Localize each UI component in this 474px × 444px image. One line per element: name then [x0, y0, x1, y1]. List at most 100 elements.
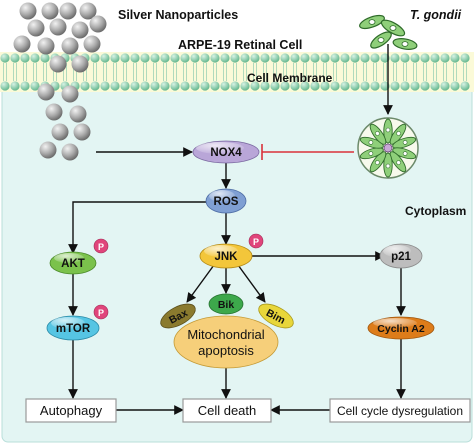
rosette-tachyzoite — [383, 118, 393, 144]
lipid-tail — [243, 63, 247, 81]
lipid-head — [100, 81, 110, 91]
cytoplasm-label: Cytoplasm — [405, 204, 466, 218]
lipid-head — [350, 53, 360, 63]
nanoparticle-sphere — [79, 2, 97, 20]
rosette-tachyzoite — [389, 123, 407, 145]
lipid-head — [120, 53, 130, 63]
nanoparticle-sphere — [13, 35, 31, 53]
lipid-head — [230, 53, 240, 63]
nox4-label: NOX4 — [210, 147, 242, 159]
mtor-label: mTOR — [56, 323, 91, 335]
lipid-tail — [153, 63, 157, 81]
lipid-head — [30, 81, 40, 91]
lipid-head — [320, 81, 330, 91]
nanoparticle-sphere — [37, 37, 55, 55]
lipid-head — [250, 81, 260, 91]
rosette-tachyzoite — [383, 152, 393, 178]
nanoparticle-sphere — [71, 55, 89, 73]
lipid-head — [310, 53, 320, 63]
lipid-head — [130, 81, 140, 91]
lipid-head — [330, 81, 340, 91]
lipid-tail — [133, 63, 137, 81]
lipid-head — [120, 81, 130, 91]
cell-membrane-label: Cell Membrane — [247, 71, 333, 85]
lipid-head — [260, 53, 270, 63]
lipid-head — [290, 53, 300, 63]
lipid-head — [360, 53, 370, 63]
lipid-head — [240, 53, 250, 63]
lipid-head — [80, 81, 90, 91]
lipid-head — [150, 53, 160, 63]
t-gondii-rosette-icon — [357, 117, 419, 179]
lipid-head — [410, 53, 420, 63]
silver-nanoparticles — [13, 2, 107, 161]
lipid-tail — [353, 63, 357, 81]
lipid-tail — [93, 63, 97, 81]
nanoparticle-sphere — [27, 19, 45, 37]
lipid-head — [240, 81, 250, 91]
lipid-head — [340, 81, 350, 91]
silver-nanoparticles-label: Silver Nanoparticles — [118, 8, 238, 22]
lipid-tail — [363, 63, 367, 81]
node-bik: Bik — [208, 293, 244, 315]
lipid-head — [210, 81, 220, 91]
svg-text:P: P — [253, 237, 259, 247]
lipid-tail — [383, 63, 387, 81]
nanoparticle-sphere — [19, 2, 37, 20]
lipid-tail — [323, 63, 327, 81]
lipid-head — [310, 81, 320, 91]
lipid-head — [150, 81, 160, 91]
outcome-cell-death: Cell death — [182, 398, 272, 423]
rosette-tachyzoite — [359, 147, 384, 160]
lipid-head — [370, 81, 380, 91]
lipid-head — [280, 53, 290, 63]
lipid-head — [10, 81, 20, 91]
lipid-head — [450, 81, 460, 91]
nanoparticle-sphere — [73, 123, 91, 141]
lipid-head — [90, 81, 100, 91]
lipid-head — [350, 81, 360, 91]
lipid-head — [400, 81, 410, 91]
rosette-tachyzoite — [392, 136, 417, 149]
node-jnk: JNK — [199, 243, 253, 269]
lipid-head — [440, 81, 450, 91]
lipid-tail — [463, 63, 467, 81]
lipid-tail — [423, 63, 427, 81]
node-mtor: mTOR — [46, 315, 100, 341]
nanoparticle-sphere — [69, 105, 87, 123]
rosette-tachyzoite — [369, 151, 387, 173]
lipid-head — [0, 81, 10, 91]
lipid-tail — [223, 63, 227, 81]
rosette-tachyzoite — [392, 147, 417, 160]
lipid-tail — [393, 63, 397, 81]
lipid-tail — [263, 63, 267, 81]
lipid-head — [340, 53, 350, 63]
cyclin-a2-label: Cyclin A2 — [377, 323, 425, 335]
lipid-head — [460, 53, 470, 63]
nanoparticle-sphere — [51, 123, 69, 141]
lipid-head — [40, 53, 50, 63]
mito-label-line2: apoptosis — [198, 343, 254, 358]
phospho-badge-mtor: P — [93, 304, 109, 320]
lipid-head — [460, 81, 470, 91]
lipid-tail — [13, 63, 17, 81]
lipid-head — [90, 53, 100, 63]
lipid-head — [180, 53, 190, 63]
nanoparticle-sphere — [39, 141, 57, 159]
lipid-head — [160, 81, 170, 91]
p21-label: p21 — [391, 251, 411, 263]
phospho-badge-akt: P — [93, 238, 109, 254]
nanoparticle-sphere — [37, 83, 55, 101]
lipid-head — [170, 53, 180, 63]
lipid-head — [420, 81, 430, 91]
lipid-head — [440, 53, 450, 63]
nanoparticle-sphere — [45, 103, 63, 121]
lipid-head — [430, 53, 440, 63]
lipid-tail — [143, 63, 147, 81]
lipid-head — [270, 81, 280, 91]
lipid-tail — [33, 63, 37, 81]
retinal-cell-label: ARPE-19 Retinal Cell — [178, 38, 302, 52]
nanoparticle-sphere — [49, 18, 67, 36]
node-mitochondrial-apoptosis: Mitochondrial apoptosis — [173, 315, 279, 369]
